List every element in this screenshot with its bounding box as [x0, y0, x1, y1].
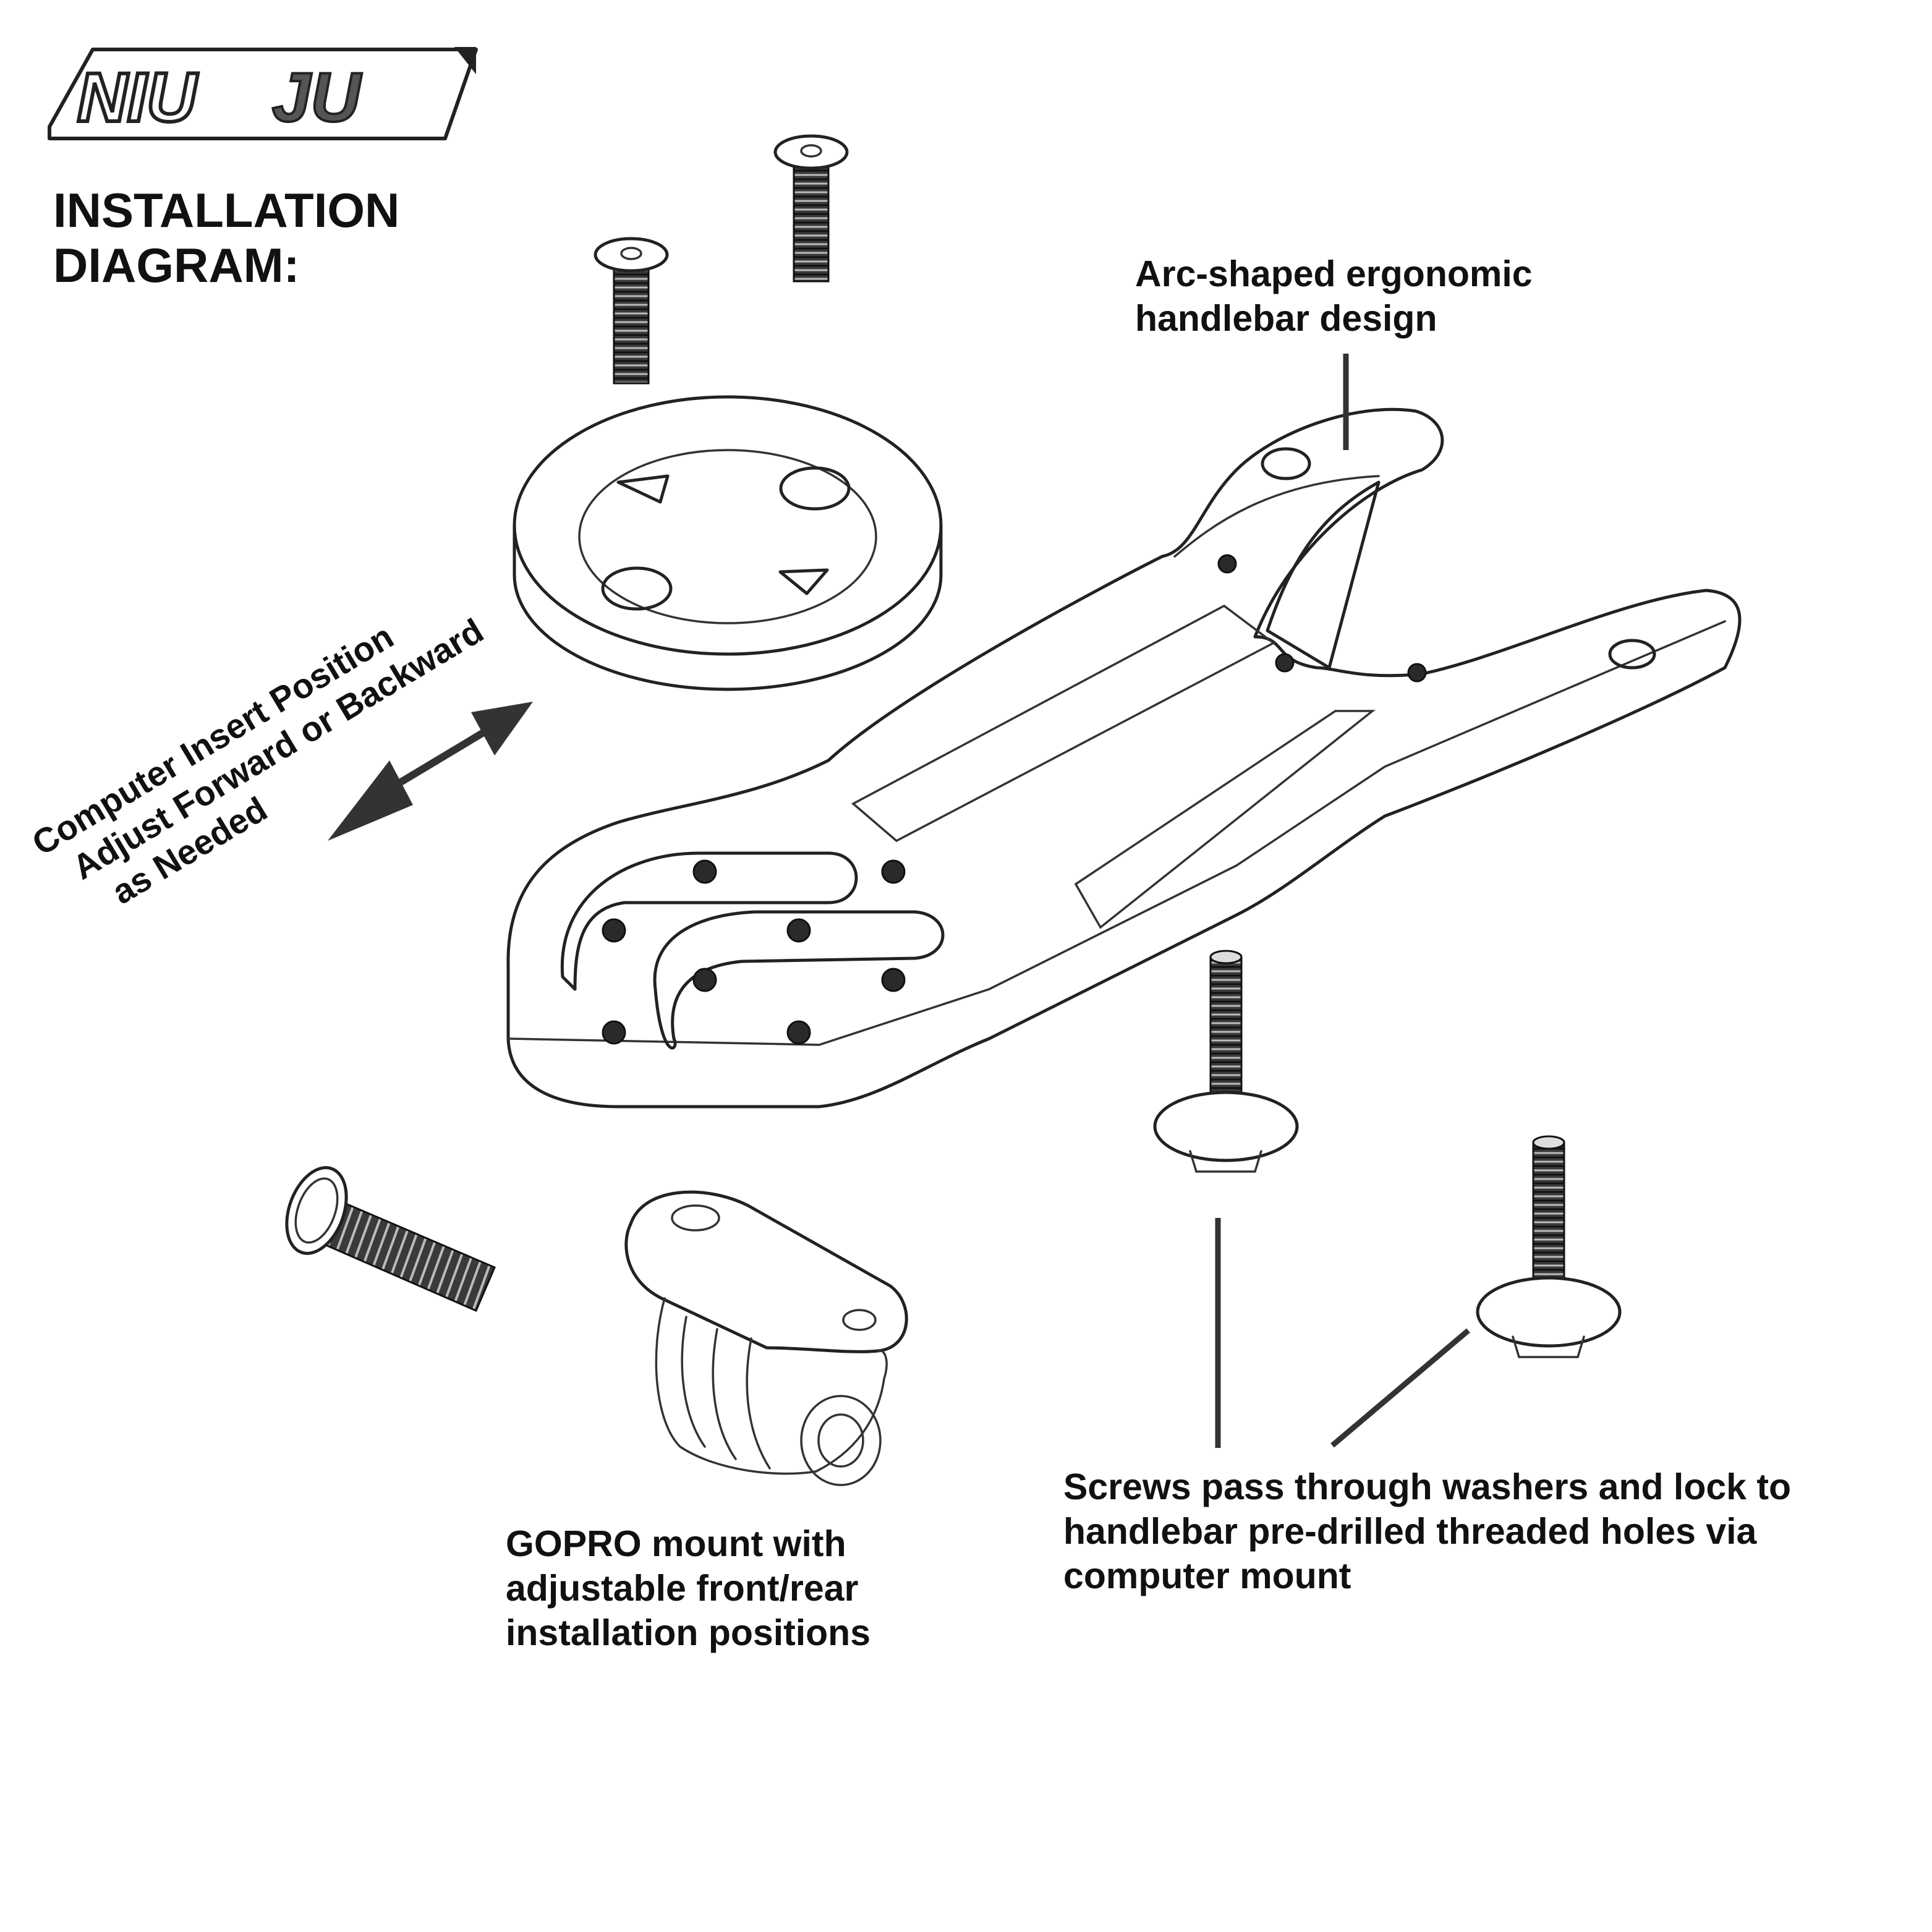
label-screws-line-3: computer mount [1063, 1555, 1351, 1596]
brand-logo: NIU JU [48, 47, 478, 140]
label-screws-line-1: Screws pass through washers and lock to [1063, 1466, 1792, 1507]
washer-screw-right [1476, 1135, 1622, 1358]
gopro-mount [624, 1190, 908, 1486]
gopro-bolt [285, 1166, 496, 1312]
label-arc-handlebar: Arc-shaped ergonomic handlebar design [1135, 252, 1533, 341]
adjust-double-arrow [328, 702, 533, 841]
label-arc-line-2: handlebar design [1135, 297, 1437, 339]
logo-text-niu: NIU [77, 59, 198, 136]
label-gopro-line-2: adjustable front/rear [506, 1567, 859, 1609]
washer-screw-left [1153, 950, 1299, 1173]
handlebar-bracket [506, 407, 1742, 1109]
label-screws-line-2: handlebar pre-drilled threaded holes via [1063, 1510, 1757, 1552]
page-title: INSTALLATION DIAGRAM: [53, 183, 399, 293]
computer-insert-mount [513, 395, 943, 691]
leader-screw-right [1330, 1328, 1470, 1448]
title-line-1: INSTALLATION [53, 183, 400, 237]
top-screw-right [773, 134, 849, 283]
label-gopro-mount: GOPRO mount with adjustable front/rear i… [506, 1522, 870, 1656]
logo-text-ju: JU [272, 59, 362, 136]
label-gopro-line-1: GOPRO mount with [506, 1523, 846, 1564]
label-gopro-line-3: installation positions [506, 1612, 871, 1653]
title-line-2: DIAGRAM: [53, 237, 300, 292]
label-screws: Screws pass through washers and lock to … [1063, 1465, 1791, 1599]
top-screw-left [594, 237, 669, 385]
label-arc-line-1: Arc-shaped ergonomic [1135, 253, 1533, 294]
